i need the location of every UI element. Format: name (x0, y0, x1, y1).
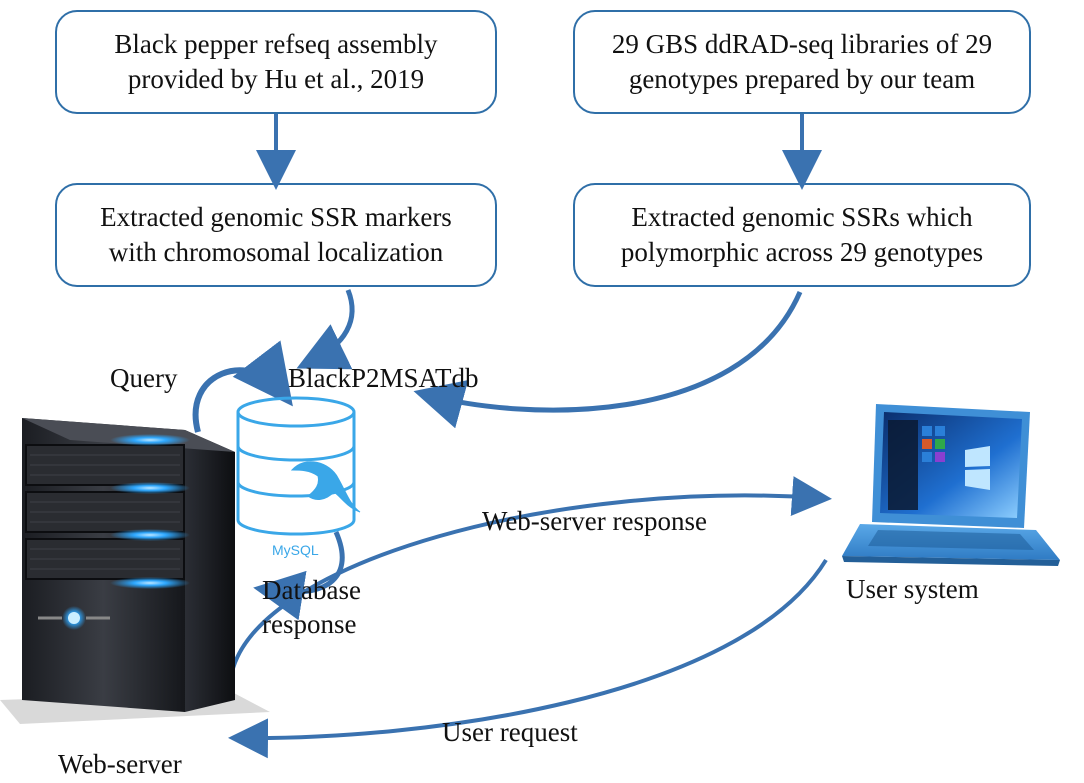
gbs-libraries-box: 29 GBS ddRAD-seq libraries of 29 genotyp… (573, 10, 1031, 114)
gbs-libraries-text: 29 GBS ddRAD-seq libraries of 29 genotyp… (611, 28, 993, 94)
user-request-label: User request (442, 717, 578, 747)
server-tower-icon (0, 418, 270, 724)
database-response-label-line1: Database (262, 575, 361, 605)
arrow-database-response (253, 530, 345, 621)
web-server-response-label: Web-server response (482, 506, 707, 536)
database-name-label: BlackP2MSATdb (288, 363, 479, 393)
refseq-assembly-box: Black pepper refseq assembly provided by… (55, 10, 497, 114)
arrow-query (192, 340, 293, 433)
mysql-database-icon (236, 396, 361, 536)
arrow-markers-to-database (296, 289, 355, 370)
query-label: Query (110, 363, 178, 393)
web-server-label: Web-server (58, 749, 182, 779)
arrow-polymorphic-to-database (413, 291, 803, 429)
extracted-markers-box: Extracted genomic SSR markers with chrom… (55, 183, 497, 287)
refseq-assembly-text: Black pepper refseq assembly provided by… (114, 28, 438, 94)
extracted-polymorphic-text: Extracted genomic SSRs which polymorphic… (620, 201, 984, 267)
extracted-markers-text: Extracted genomic SSR markers with chrom… (100, 201, 452, 267)
extracted-polymorphic-box: Extracted genomic SSRs which polymorphic… (573, 183, 1031, 287)
mysql-logo-text: MySQL (272, 542, 319, 558)
database-response-label-line2: response (262, 609, 357, 639)
arrow-web-server-response (230, 476, 832, 673)
laptop-icon (842, 404, 1060, 566)
arrow-user-request (228, 558, 828, 759)
user-system-label: User system (846, 574, 979, 604)
